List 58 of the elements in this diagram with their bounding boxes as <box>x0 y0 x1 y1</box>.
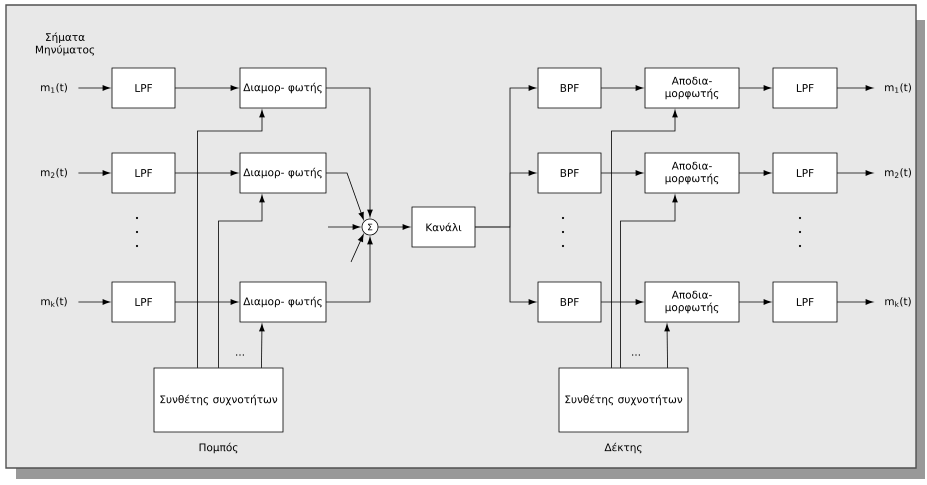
arrow <box>664 324 670 368</box>
arrow <box>197 110 265 368</box>
ellipsis-label: ... <box>236 354 244 356</box>
signal-label: m$_{k}$(t) <box>885 297 911 307</box>
signal-label: m$_{1}$(t) <box>41 83 67 93</box>
modulator-box: Διαμορ- φωτής <box>240 152 326 194</box>
signal-label: m$_{1}$(t) <box>885 83 911 93</box>
arrow <box>837 299 874 305</box>
arrow <box>175 170 238 176</box>
arrow <box>837 170 874 176</box>
filter-box: BPF <box>538 282 602 322</box>
arrow <box>611 110 678 368</box>
arrow <box>326 172 364 220</box>
channel-box: Κανάλι <box>412 206 476 248</box>
filter-box: BPF <box>538 68 602 108</box>
arrow <box>739 85 772 91</box>
arrow <box>326 236 373 302</box>
synthesizer-box: Συνθέτης συχνοτήτων <box>154 368 284 432</box>
arrow <box>175 299 238 305</box>
summing-junction: Σ <box>362 218 378 236</box>
arrow <box>620 194 678 368</box>
ellipsis-label: ... <box>632 354 640 356</box>
arrow <box>175 85 238 91</box>
arrow <box>378 224 410 230</box>
filter-box: BPF <box>538 152 602 194</box>
signal-label: m$_{k}$(t) <box>41 297 67 307</box>
caption-label: Δέκτης <box>604 442 642 454</box>
arrow <box>601 299 644 305</box>
caption-label: Πομπός <box>200 442 238 454</box>
filter-box: LPF <box>112 282 176 322</box>
filter-box: LPF <box>112 68 176 108</box>
heading-label: Σήματα Μηνύματος <box>36 32 94 56</box>
arrow <box>259 324 265 368</box>
arrow <box>601 85 644 91</box>
modulator-box: Διαμορ- φωτής <box>240 282 326 322</box>
signal-label: m$_{2}$(t) <box>41 168 67 178</box>
arrow <box>328 224 360 230</box>
arrow <box>78 170 110 176</box>
demodulator-box: Αποδια- μορφωτής <box>644 152 740 194</box>
arrow <box>739 299 772 305</box>
arrow <box>326 88 373 218</box>
arrow <box>78 85 110 91</box>
arrow <box>837 85 874 91</box>
modulator-box: Διαμορ- φωτής <box>240 68 326 108</box>
arrow <box>475 226 536 305</box>
filter-box: LPF <box>772 68 838 108</box>
arrow <box>350 234 364 262</box>
demodulator-box: Αποδια- μορφωτής <box>644 282 740 322</box>
arrow <box>739 170 772 176</box>
filter-box: LPF <box>772 152 838 194</box>
synthesizer-box: Συνθέτης συχνοτήτων <box>558 368 688 432</box>
filter-box: LPF <box>112 152 176 194</box>
demodulator-box: Αποδια- μορφωτής <box>644 68 740 108</box>
signal-label: m$_{2}$(t) <box>885 168 911 178</box>
arrow <box>78 299 110 305</box>
filter-box: LPF <box>772 282 838 322</box>
arrow <box>218 194 265 368</box>
arrow <box>601 170 644 176</box>
